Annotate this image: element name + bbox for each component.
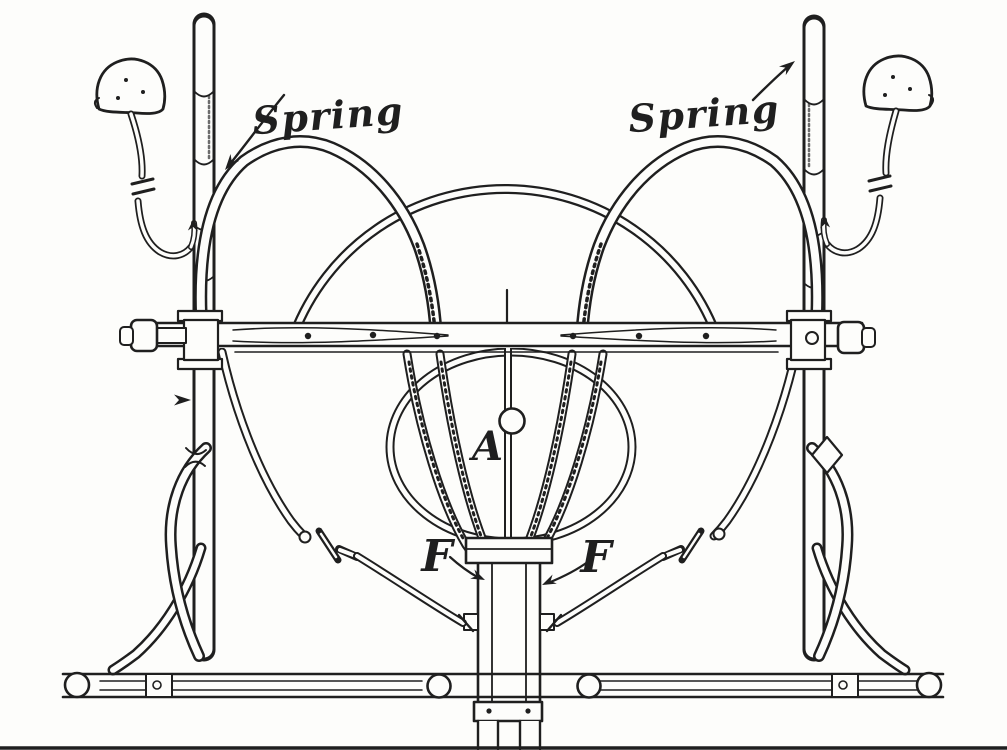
clamp-bar [119, 309, 876, 371]
f-label-right: F [578, 532, 614, 583]
spring-label-right: Spring [627, 86, 781, 141]
spring-label-left: Spring [251, 88, 405, 143]
f-left-arrow-icon [470, 569, 485, 580]
main-arch [289, 183, 721, 339]
bar-rivets [304, 331, 710, 340]
right-cable-lug [539, 613, 555, 631]
left-knuckle-joint [184, 447, 207, 468]
right-clamp-knob [836, 320, 866, 355]
right-rail-block [831, 673, 859, 698]
base-rail [61, 671, 945, 699]
right-leg-brace [806, 435, 911, 676]
left-rail-endcap [63, 671, 91, 699]
pedal-knob-right [820, 54, 935, 257]
left-rail-block [145, 673, 173, 698]
clamp-cap [464, 536, 554, 565]
pivot-label-a: A [468, 423, 503, 470]
center-rod [498, 288, 526, 578]
left-cable-ball [298, 530, 312, 544]
left-tension-cable [217, 347, 475, 633]
left-clamp-knob [129, 318, 159, 353]
spring-right-arrow-icon [779, 61, 795, 76]
right-cable-ball [712, 527, 726, 541]
left-roller [426, 673, 452, 699]
spring-left-hatching [415, 242, 437, 332]
right-stem-arrow-icon [820, 215, 831, 229]
left-leg-brace [107, 442, 212, 676]
right-tension-cable [545, 347, 801, 633]
spring-loop-right [575, 135, 824, 339]
right-rail-endcap [915, 671, 943, 699]
right-clamp-screw [785, 309, 876, 371]
left-stem-arrow-icon [187, 218, 198, 232]
left-stem-collar [130, 177, 156, 196]
spring-loop-left [194, 135, 443, 339]
column-foot [472, 700, 544, 750]
pivot-a-circle [498, 407, 526, 435]
right-stem-collar [867, 174, 893, 193]
spring-left-arrow-icon [225, 154, 240, 170]
right-post-segment-lines [804, 99, 824, 289]
left-clamp-screw [119, 309, 224, 371]
right-roller [576, 673, 602, 699]
annotations: Spring Spring A F F [174, 61, 795, 585]
right-knuckle-joint [810, 435, 844, 475]
post-left-arrow-icon [174, 394, 191, 406]
spring-right-hatching [581, 242, 603, 332]
f-right-arrow-icon [542, 574, 557, 585]
pedal-knob-left [93, 57, 198, 260]
left-post-segment-lines [194, 91, 214, 282]
center-column [463, 536, 555, 706]
